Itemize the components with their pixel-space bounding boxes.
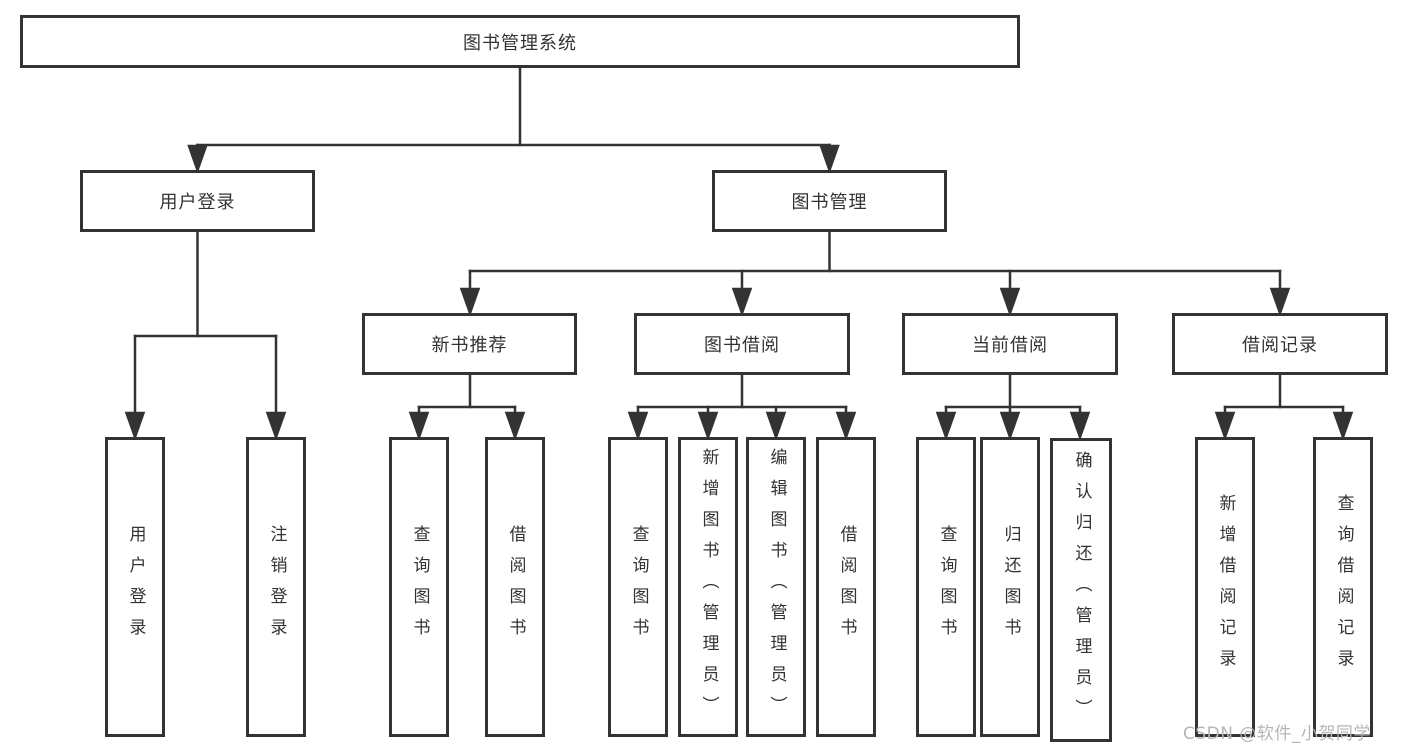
connector-book-borrow-to-leaves — [627, 373, 857, 441]
node-root-label: 图书管理系统 — [463, 32, 577, 54]
leaf-bb-query-books-label: 查询图书 — [628, 525, 649, 649]
leaf-logout: 注销登录 — [246, 437, 306, 737]
leaf-bb-edit-books-admin: 编辑图书（管理员） — [746, 437, 806, 737]
leaf-nbr-borrow-books-label: 借阅图书 — [505, 525, 526, 649]
node-book-borrow: 图书借阅 — [634, 313, 850, 375]
leaf-user-login: 用户登录 — [105, 437, 165, 737]
leaf-user-login-label: 用户登录 — [125, 525, 146, 649]
connector-current-borrow-to-leaves — [935, 373, 1091, 441]
leaf-br-query-record: 查询借阅记录 — [1313, 437, 1373, 737]
leaf-cb-return-books: 归还图书 — [980, 437, 1040, 737]
node-book-mgmt-label: 图书管理 — [791, 192, 868, 213]
leaf-bb-edit-books-admin-label: 编辑图书（管理员） — [766, 447, 787, 727]
node-root: 图书管理系统 — [20, 15, 1020, 68]
leaf-bb-borrow-books-label: 借阅图书 — [836, 525, 857, 649]
leaf-nbr-query-books: 查询图书 — [389, 437, 449, 737]
leaf-bb-add-books-admin-label: 新增图书（管理员） — [698, 447, 719, 727]
node-borrow-records: 借阅记录 — [1172, 313, 1388, 375]
leaf-cb-confirm-return-admin-label: 确认归还（管理员） — [1071, 450, 1092, 730]
node-user-login-label: 用户登录 — [159, 192, 236, 213]
node-new-book-rec-label: 新书推荐 — [431, 335, 508, 356]
leaf-br-add-record: 新增借阅记录 — [1195, 437, 1255, 737]
node-current-borrow: 当前借阅 — [902, 313, 1118, 375]
leaf-bb-add-books-admin: 新增图书（管理员） — [678, 437, 738, 737]
connector-borrow-records-to-leaves — [1214, 373, 1354, 441]
leaf-logout-label: 注销登录 — [266, 525, 287, 649]
leaf-br-add-record-label: 新增借阅记录 — [1215, 494, 1236, 680]
node-book-borrow-label: 图书借阅 — [704, 335, 780, 356]
leaf-nbr-query-books-label: 查询图书 — [409, 525, 430, 649]
leaf-nbr-borrow-books: 借阅图书 — [485, 437, 545, 737]
node-book-mgmt: 图书管理 — [712, 170, 947, 232]
connector-user-login-to-leaves — [124, 230, 287, 441]
node-borrow-records-label: 借阅记录 — [1242, 335, 1318, 356]
node-new-book-rec: 新书推荐 — [362, 313, 577, 375]
leaf-cb-return-books-label: 归还图书 — [1000, 525, 1021, 649]
node-current-borrow-label: 当前借阅 — [972, 335, 1048, 356]
connector-root-to-level2 — [187, 66, 840, 174]
connector-new-book-rec-to-leaves — [408, 373, 526, 441]
leaf-bb-borrow-books: 借阅图书 — [816, 437, 876, 737]
leaf-bb-query-books: 查询图书 — [608, 437, 668, 737]
leaf-cb-query-books-label: 查询图书 — [936, 525, 957, 649]
csdn-watermark: CSDN @软件_小贺同学 — [1183, 724, 1371, 744]
node-user-login: 用户登录 — [80, 170, 315, 232]
leaf-cb-query-books: 查询图书 — [916, 437, 976, 737]
leaf-br-query-record-label: 查询借阅记录 — [1333, 494, 1354, 680]
leaf-cb-confirm-return-admin: 确认归还（管理员） — [1050, 438, 1112, 742]
connector-book-mgmt-to-level3 — [459, 230, 1291, 317]
